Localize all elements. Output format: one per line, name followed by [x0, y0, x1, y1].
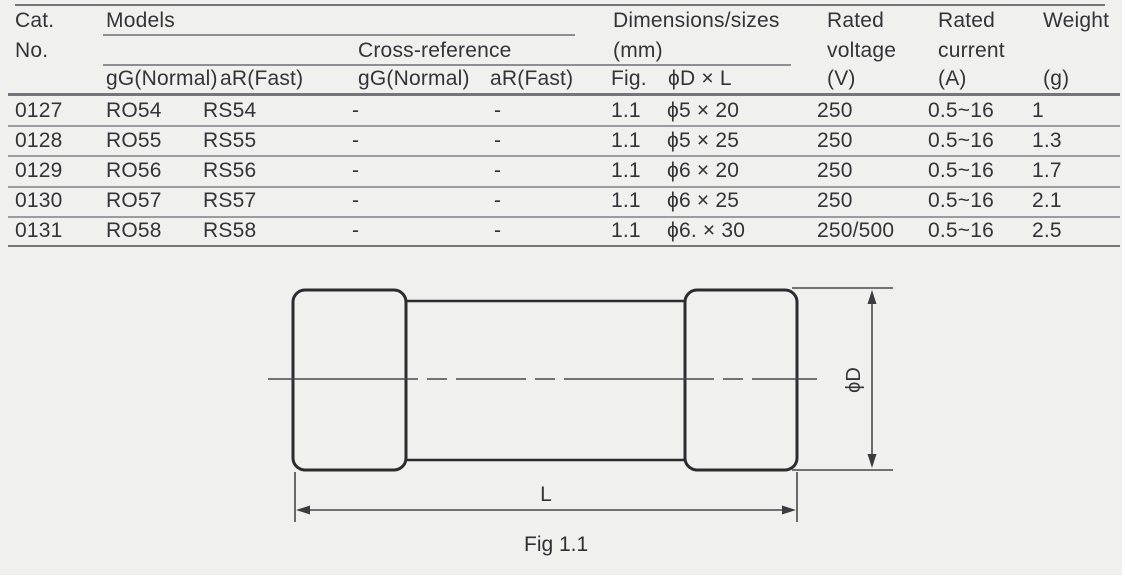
cell-weight: 2.5 — [1032, 219, 1062, 242]
models-group-underline — [103, 34, 575, 36]
cell-weight: 2.1 — [1032, 189, 1062, 212]
header-dimensions: Dimensions/sizes — [613, 9, 780, 32]
cell-dimensions: ϕ5 × 25 — [667, 129, 740, 152]
cell-model-gg: RO58 — [106, 219, 162, 242]
cell-xref-gg: - — [352, 189, 360, 212]
header-bottom-rule — [8, 93, 1120, 96]
cell-weight: 1.7 — [1032, 159, 1062, 182]
header-weight-unit: (g) — [1043, 67, 1070, 90]
page-right-edge — [1122, 0, 1125, 579]
cell-xref-gg: - — [352, 159, 360, 182]
figure-caption: Fig 1.1 — [524, 533, 589, 556]
cell-fig: 1.1 — [611, 129, 641, 152]
cell-voltage: 250 — [817, 159, 853, 182]
cell-model-ar: RS56 — [203, 159, 257, 182]
cell-xref-gg: - — [352, 129, 360, 152]
cell-cat-no: 0127 — [15, 99, 63, 122]
cell-fig: 1.1 — [611, 159, 641, 182]
cell-model-ar: RS58 — [203, 219, 257, 242]
right-end-cap — [683, 288, 799, 472]
diameter-arrow-bottom — [867, 454, 877, 468]
header-cross-reference: Cross-reference — [358, 39, 512, 62]
cell-current: 0.5~16 — [928, 99, 995, 122]
cell-current: 0.5~16 — [928, 219, 995, 242]
row-separator-2 — [8, 155, 1120, 157]
cell-model-ar: RS57 — [203, 189, 257, 212]
cell-model-gg: RO54 — [106, 99, 162, 122]
cell-cat-no: 0128 — [15, 129, 63, 152]
header-current-word: current — [938, 39, 1005, 62]
header-dimensions-unit: (mm) — [613, 39, 663, 62]
cell-model-gg: RO56 — [106, 159, 162, 182]
header-cat: Cat. — [15, 9, 55, 32]
cell-xref-ar: - — [494, 99, 502, 122]
cell-model-ar: RS55 — [203, 129, 257, 152]
cell-fig: 1.1 — [611, 219, 641, 242]
header-models: Models — [106, 9, 175, 32]
cell-cat-no: 0129 — [15, 159, 63, 182]
header-current-unit: (A) — [938, 67, 967, 90]
cell-current: 0.5~16 — [928, 129, 995, 152]
header-fig: Fig. — [611, 67, 647, 90]
cell-dimensions: ϕ6 × 25 — [667, 189, 740, 212]
length-label: L — [540, 483, 552, 506]
cell-model-gg: RO57 — [106, 189, 162, 212]
length-arrow-right — [782, 505, 796, 515]
cell-fig: 1.1 — [611, 99, 641, 122]
cell-cat-no: 0131 — [15, 219, 63, 242]
cell-fig: 1.1 — [611, 189, 641, 212]
header-ar-fast-models: aR(Fast) — [220, 67, 304, 90]
cell-cat-no: 0130 — [15, 189, 63, 212]
cell-xref-ar: - — [494, 159, 502, 182]
subheader-underline — [103, 64, 791, 66]
cell-voltage: 250/500 — [817, 219, 895, 242]
header-voltage-word: voltage — [827, 39, 897, 62]
cell-model-gg: RO55 — [106, 129, 162, 152]
cell-dimensions: ϕ5 × 20 — [667, 99, 740, 122]
cell-weight: 1.3 — [1032, 129, 1062, 152]
row-separator-4 — [8, 216, 1120, 218]
header-rated-current: Rated — [938, 9, 996, 32]
cell-dimensions: ϕ6. × 30 — [667, 219, 746, 242]
diameter-label: ϕD — [843, 367, 865, 393]
cell-voltage: 250 — [817, 99, 853, 122]
cell-dimensions: ϕ6 × 20 — [667, 159, 740, 182]
header-voltage-unit: (V) — [827, 67, 856, 90]
header-weight: Weight — [1043, 9, 1110, 32]
table-bottom-rule — [8, 245, 1120, 247]
cell-weight: 1 — [1032, 99, 1044, 122]
cell-voltage: 250 — [817, 129, 853, 152]
page-bottom-edge — [0, 575, 1125, 579]
left-end-cap — [291, 288, 408, 472]
cell-xref-ar: - — [494, 129, 502, 152]
cell-xref-gg: - — [352, 219, 360, 242]
cell-model-ar: RS54 — [203, 99, 257, 122]
header-ar-fast-xref: aR(Fast) — [490, 67, 574, 90]
cell-xref-gg: - — [352, 99, 360, 122]
header-no: No. — [15, 39, 49, 62]
header-gg-normal-models: gG(Normal) — [106, 67, 218, 90]
header-rated-voltage: Rated — [827, 9, 885, 32]
cell-voltage: 250 — [817, 189, 853, 212]
diameter-arrow-top — [867, 290, 877, 304]
length-arrow-left — [296, 505, 310, 515]
cell-current: 0.5~16 — [928, 159, 995, 182]
header-gg-normal-xref: gG(Normal) — [358, 67, 470, 90]
cell-xref-ar: - — [494, 189, 502, 212]
cell-xref-ar: - — [494, 219, 502, 242]
table-top-rule — [15, 4, 1105, 6]
row-separator-3 — [8, 186, 1120, 188]
header-diameter-length: ϕD × L — [668, 67, 732, 90]
cell-current: 0.5~16 — [928, 189, 995, 212]
row-separator-1 — [8, 125, 1120, 127]
